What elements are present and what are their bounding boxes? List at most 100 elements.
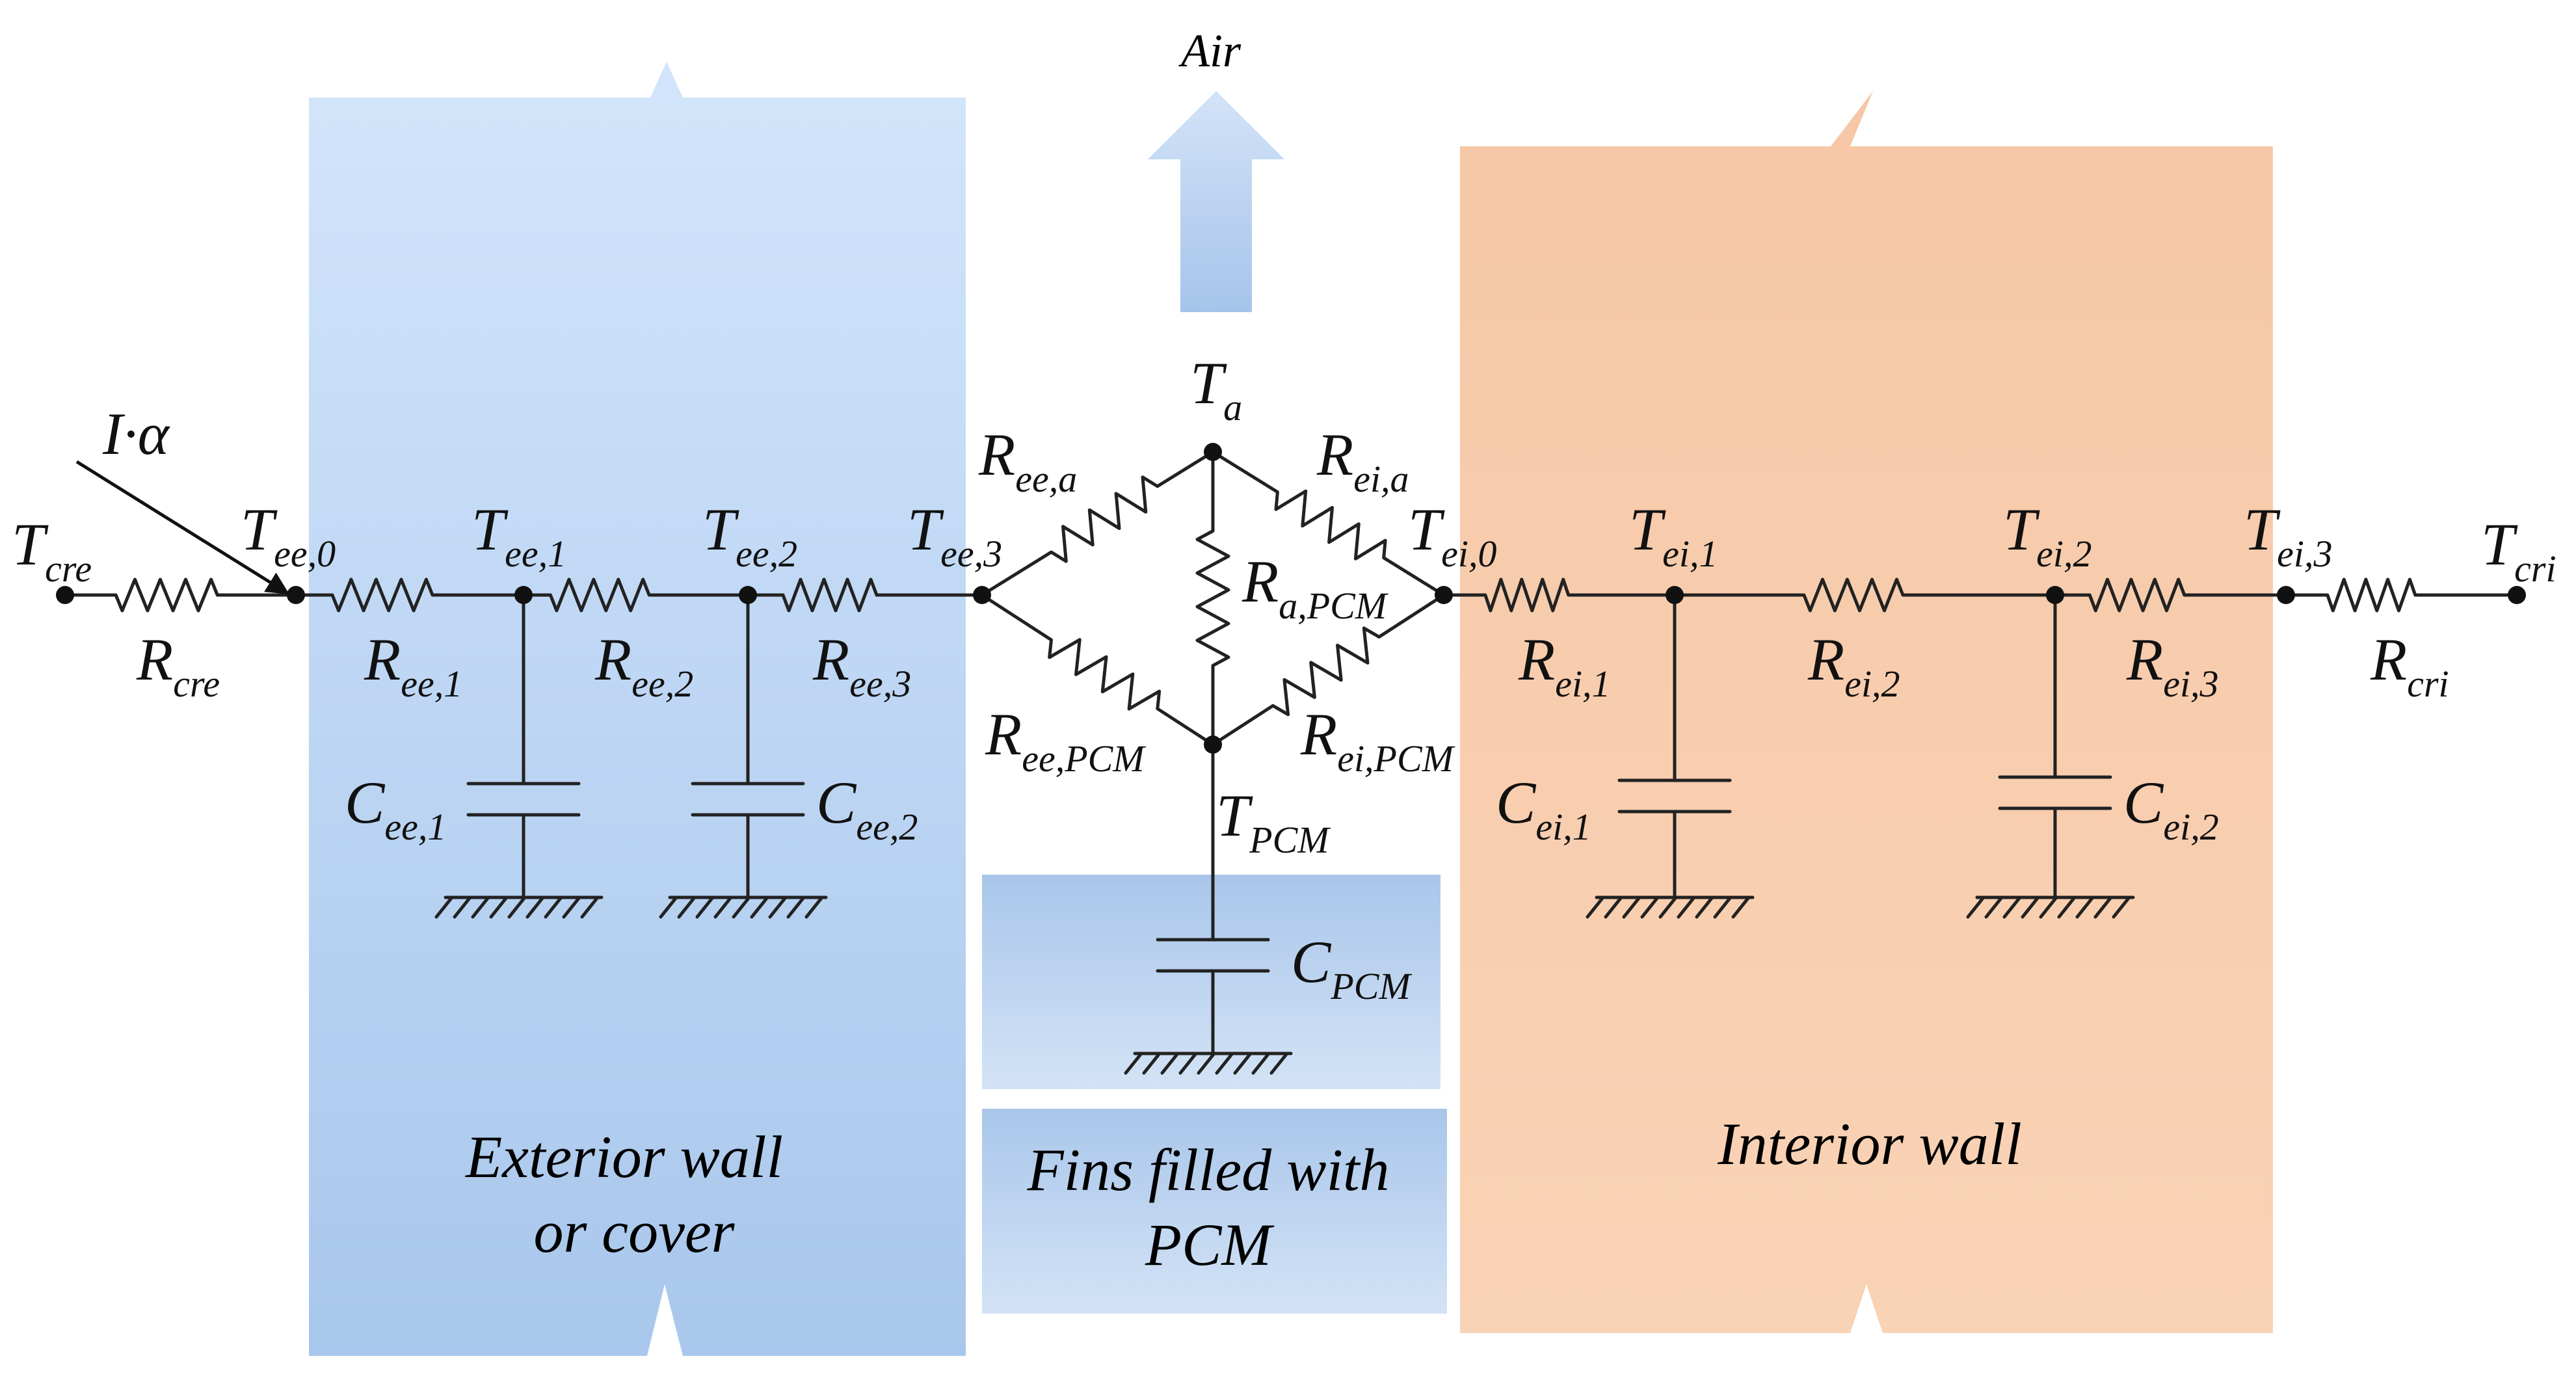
- pcm-fins-label-line2: PCM: [1145, 1212, 1275, 1278]
- label-c-ee2: Cee,2: [816, 769, 918, 848]
- pcm-fins-panel: [982, 1109, 1447, 1314]
- capacitor-c-pcm-ground-hatch: [1160, 1052, 1180, 1075]
- capacitor-c-ee1-ground-hatch: [434, 895, 454, 919]
- node-t-ee3: [973, 586, 991, 604]
- capacitor-c-ee2-ground-hatch: [695, 895, 715, 919]
- node-t-pcm: [1204, 735, 1222, 754]
- label-t-ei1: Tei,1: [1629, 496, 1718, 575]
- capacitor-c-ee2: [659, 593, 828, 919]
- capacitor-c-ee2-ground-hatch: [768, 895, 788, 919]
- exterior-wall-label-line2: or cover: [533, 1199, 735, 1265]
- resistor-r-cri: [2284, 577, 2519, 613]
- label-r-ei1: Rei,1: [1518, 626, 1611, 705]
- capacitor-c-ee1-ground-hatch: [580, 895, 600, 919]
- resistor-r-ei3: [2053, 577, 2288, 613]
- capacitor-c-ee2-ground-hatch: [804, 895, 824, 919]
- label-r-ei3: Rei,3: [2126, 626, 2219, 705]
- label-r-ee3: Ree,3: [812, 626, 911, 705]
- capacitor-c-ee1-ground-hatch: [544, 895, 563, 919]
- capacitor-c-ei1-ground-hatch: [1604, 895, 1623, 919]
- label-t-ei3: Tei,3: [2244, 496, 2333, 575]
- capacitor-c-ei2-ground-hatch: [2002, 895, 2022, 919]
- capacitor-c-ei2-ground-hatch: [1984, 895, 2004, 919]
- label-t-ee0: Tee,0: [241, 496, 336, 575]
- capacitor-c-ei1-ground-hatch: [1731, 895, 1751, 919]
- resistor-r-ee2: [522, 577, 750, 613]
- circuit: [63, 450, 2519, 1075]
- capacitor-c-ee1-ground-hatch: [471, 895, 490, 919]
- node-t-ei2: [2046, 586, 2064, 604]
- exterior-wall-label: Exterior wall: [464, 1124, 783, 1190]
- solar-input-arrow: [75, 460, 289, 595]
- capacitor-c-ee2-ground-hatch: [786, 895, 806, 919]
- capacitor-c-pcm-ground-hatch: [1142, 1052, 1162, 1075]
- label-t-ei0: Tei,0: [1408, 496, 1497, 575]
- capacitor-c-ee2-ground-hatch: [713, 895, 733, 919]
- capacitor-c-ee1-ground-hatch: [507, 895, 527, 919]
- label-t-ee1: Tee,1: [471, 496, 566, 575]
- capacitor-c-pcm-ground-hatch: [1124, 1052, 1143, 1075]
- label-r-a-pcm: Ra,PCM: [1242, 548, 1388, 627]
- capacitor-c-pcm-ground-hatch: [1233, 1052, 1253, 1075]
- capacitor-c-ei1-ground-hatch: [1658, 895, 1678, 919]
- capacitor-c-ei2-ground-hatch: [2057, 895, 2077, 919]
- resistor-r-ei1: [1442, 577, 1677, 613]
- capacitor-c-ee2-ground-hatch: [659, 895, 678, 919]
- exterior-wall-region: [309, 62, 966, 1356]
- capacitor-c-ee1-ground-hatch: [562, 895, 581, 919]
- label-r-ei-pcm: Rei,PCM: [1300, 701, 1455, 780]
- capacitor-c-ee2-ground-hatch: [677, 895, 697, 919]
- capacitor-c-pcm-ground-hatch: [1178, 1052, 1198, 1075]
- resistor-r-ei2: [1673, 577, 2057, 613]
- capacitor-c-ei2-ground-hatch: [2039, 895, 2058, 919]
- label-t-ee3: Tee,3: [907, 496, 1002, 575]
- label-r-cre: Rcre: [136, 626, 220, 705]
- label-r-ei2: Rei,2: [1807, 626, 1900, 705]
- resistor-r-ee-pcm: [980, 593, 1215, 747]
- air-label: Air: [1178, 25, 1242, 77]
- node-t-ee0: [287, 586, 305, 604]
- label-r-ee-pcm: Ree,PCM: [985, 701, 1146, 780]
- label-r-ee-a: Ree,a: [978, 421, 1077, 500]
- capacitor-c-ei2-ground-hatch: [2112, 895, 2131, 919]
- resistor-r-ei-pcm: [1211, 593, 1446, 747]
- capacitor-c-ee1-ground-hatch: [489, 895, 509, 919]
- resistor-r-ee-a: [980, 450, 1215, 597]
- node-t-cri: [2508, 586, 2526, 604]
- label-r-ei-a: Rei,a: [1316, 421, 1409, 500]
- interior-wall-label: Interior wall: [1717, 1111, 2022, 1177]
- capacitor-c-ee1-ground-hatch: [453, 895, 472, 919]
- capacitor-c-ei1-ground-hatch: [1622, 895, 1641, 919]
- capacitor-c-pcm: [1124, 743, 1293, 1075]
- label-c-pcm: CPCM: [1291, 929, 1412, 1007]
- node-t-a: [1204, 443, 1222, 461]
- label-t-cre: Tcre: [12, 511, 92, 590]
- interior-wall-region: [1460, 91, 2273, 1333]
- resistor-r-ee3: [746, 577, 984, 613]
- resistor-r-a-pcm: [1195, 450, 1230, 747]
- label-c-ei2: Cei,2: [2123, 769, 2219, 848]
- label-r-ee2: Ree,2: [594, 626, 693, 705]
- node-t-ee2: [739, 586, 757, 604]
- capacitor-c-ei1-ground-hatch: [1640, 895, 1660, 919]
- capacitor-c-ei2-ground-hatch: [2021, 895, 2040, 919]
- label-t-pcm: TPCM: [1216, 782, 1331, 861]
- label-t-ei2: Tei,2: [2003, 496, 2092, 575]
- capacitor-c-pcm-ground-hatch: [1215, 1052, 1234, 1075]
- label-c-ee1: Cee,1: [345, 769, 446, 848]
- resistor-r-cre: [63, 577, 298, 613]
- solar-input-label: I·α: [102, 401, 170, 467]
- pcm-fins-label: Fins filled with: [1026, 1137, 1389, 1203]
- label-t-ee2: Tee,2: [702, 496, 797, 575]
- capacitor-c-ei2-ground-hatch: [2075, 895, 2095, 919]
- node-t-ee1: [514, 586, 533, 604]
- capacitor-c-ee2-ground-hatch: [750, 895, 769, 919]
- node-t-ei1: [1666, 586, 1684, 604]
- capacitor-c-ei1-ground-hatch: [1677, 895, 1696, 919]
- air-arrow: [1148, 91, 1284, 312]
- capacitor-c-ei1: [1586, 593, 1755, 919]
- capacitor-c-ee2-ground-hatch: [732, 895, 751, 919]
- resistor-r-ei-a: [1211, 450, 1446, 597]
